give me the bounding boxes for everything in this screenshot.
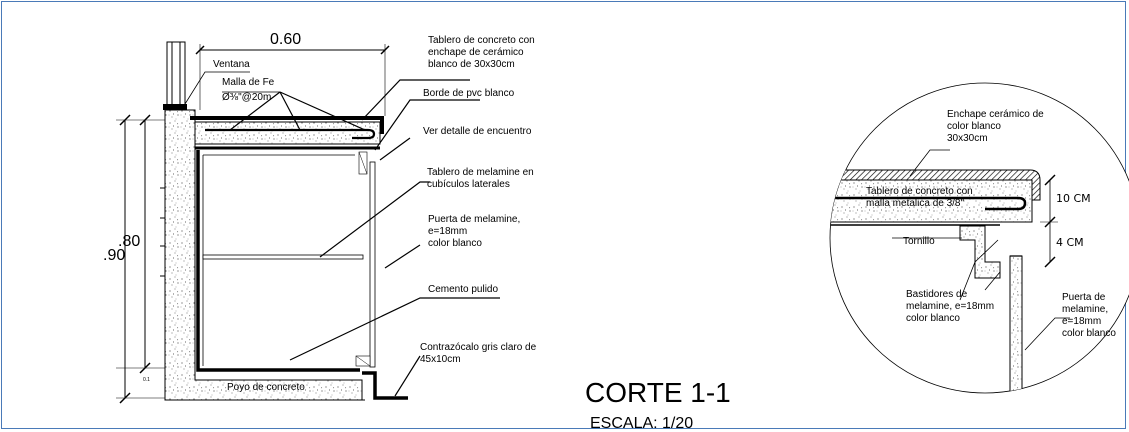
label-tablero-melamine-2: cubículos laterales (427, 179, 510, 190)
label-malla-spec: Ø⅜"@20m (222, 92, 271, 103)
label-tablero-concreto-1: Tablero de concreto con (428, 35, 535, 46)
label-contrazocalo-2: 45x10cm (420, 354, 461, 365)
detail-enchape-1: Enchape cerámico de (947, 109, 1044, 120)
detail-enchape-3: 30x30cm (947, 133, 988, 144)
label-ventana: Ventana (213, 59, 250, 70)
label-puerta-1: Puerta de melamine, (428, 214, 520, 225)
detail-puerta-1: Puerta de (1062, 292, 1106, 303)
label-poyo-concreto: Poyo de concreto (227, 382, 305, 393)
label-puerta-2: e=18mm (428, 226, 467, 237)
label-borde-pvc: Borde de pvc blanco (423, 88, 515, 99)
label-tablero-concreto-3: blanco de 30x30cm (428, 59, 515, 70)
label-tablero-concreto-2: enchape de cerámico (428, 47, 524, 58)
drawing-title: CORTE 1-1 (585, 377, 731, 408)
detail-dim-10cm: 10 CM (1056, 192, 1091, 205)
detail-bastidores-3: color blanco (906, 313, 960, 324)
detail-tablero-1: Tablero de concreto con (866, 186, 973, 197)
label-contrazocalo-1: Contrazócalo gris claro de (420, 342, 537, 353)
detail-bastidores-2: melamine, e=18mm (906, 301, 994, 312)
detail-circle: 10 CM 4 CM Enchape cerámico de color bla… (829, 82, 1129, 394)
detail-puerta-3: e=18mm (1062, 316, 1101, 327)
counter-section: 0.60 .90 .80 0.1 Ventana Malla de Fe Ø⅜"… (103, 31, 537, 404)
label-ver-detalle: Ver detalle de encuentro (423, 126, 532, 137)
dim-base: 0.1 (143, 377, 150, 383)
detail-tablero-2: malla metalica de 3/8" (866, 198, 964, 209)
label-cemento-pulido: Cemento pulido (428, 284, 498, 295)
dim-height-inner: .80 (118, 233, 140, 250)
detail-puerta-2: melamine, (1062, 304, 1108, 315)
label-puerta-3: color blanco (428, 238, 482, 249)
dim-height-outer: .90 (103, 247, 125, 264)
detail-puerta-4: color blanco (1062, 328, 1116, 339)
dim-width: 0.60 (270, 31, 301, 48)
detail-enchape-2: color blanco (947, 121, 1001, 132)
label-malla-fe: Malla de Fe (222, 77, 275, 88)
label-tablero-melamine-1: Tablero de melamine en (427, 167, 534, 178)
detail-tornillo: Tornillo (903, 236, 935, 247)
detail-bastidores-1: Bastidores de (906, 289, 968, 300)
drawing-scale: ESCALA: 1/20 (590, 415, 693, 432)
detail-dim-4cm: 4 CM (1056, 236, 1084, 249)
